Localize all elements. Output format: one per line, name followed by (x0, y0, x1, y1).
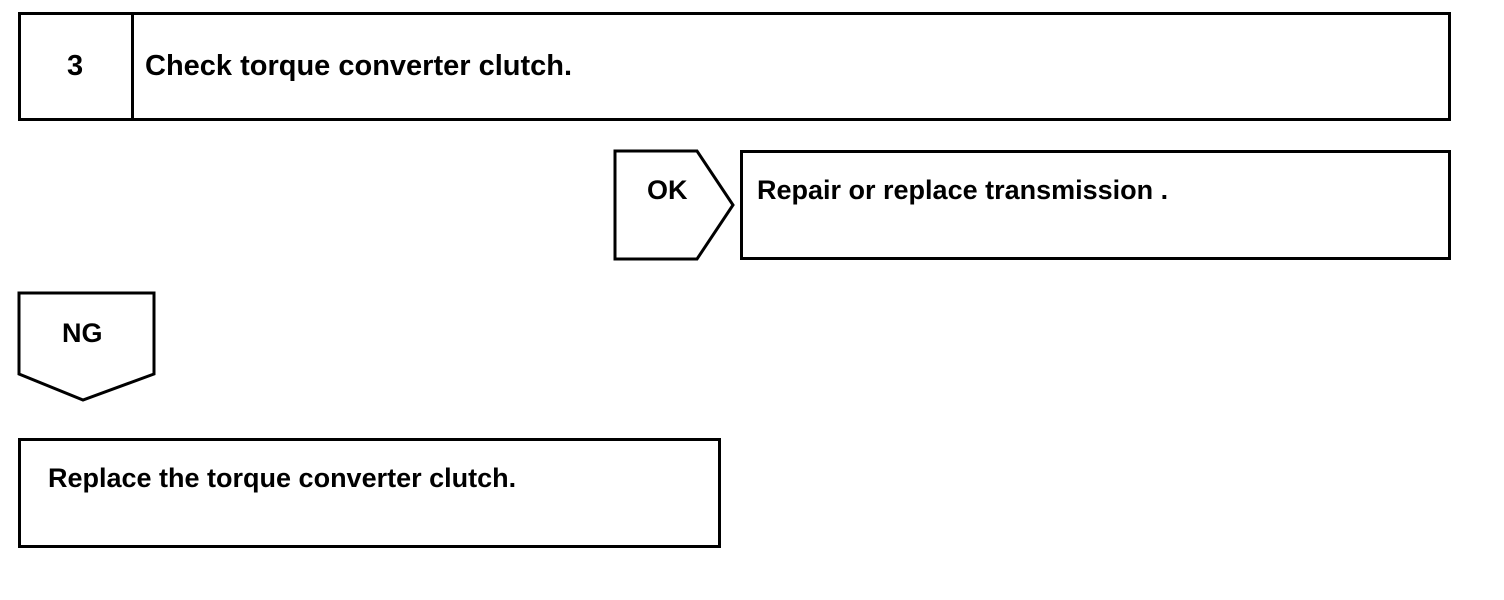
step-box (18, 12, 1451, 121)
ok-label: OK (647, 175, 688, 205)
ng-label: NG (62, 318, 103, 348)
step-title: Check torque converter clutch. (145, 50, 573, 82)
ok-arrow-shape (613, 149, 735, 261)
ok-action-text: Repair or replace transmission . (757, 175, 1169, 205)
ok-action-box (740, 150, 1451, 260)
step-number: 3 (67, 50, 84, 82)
step-number-divider (131, 15, 134, 118)
ng-action-box (18, 438, 721, 548)
ng-arrow-shape (17, 291, 156, 402)
ng-action-text: Replace the torque converter clutch. (48, 463, 517, 493)
